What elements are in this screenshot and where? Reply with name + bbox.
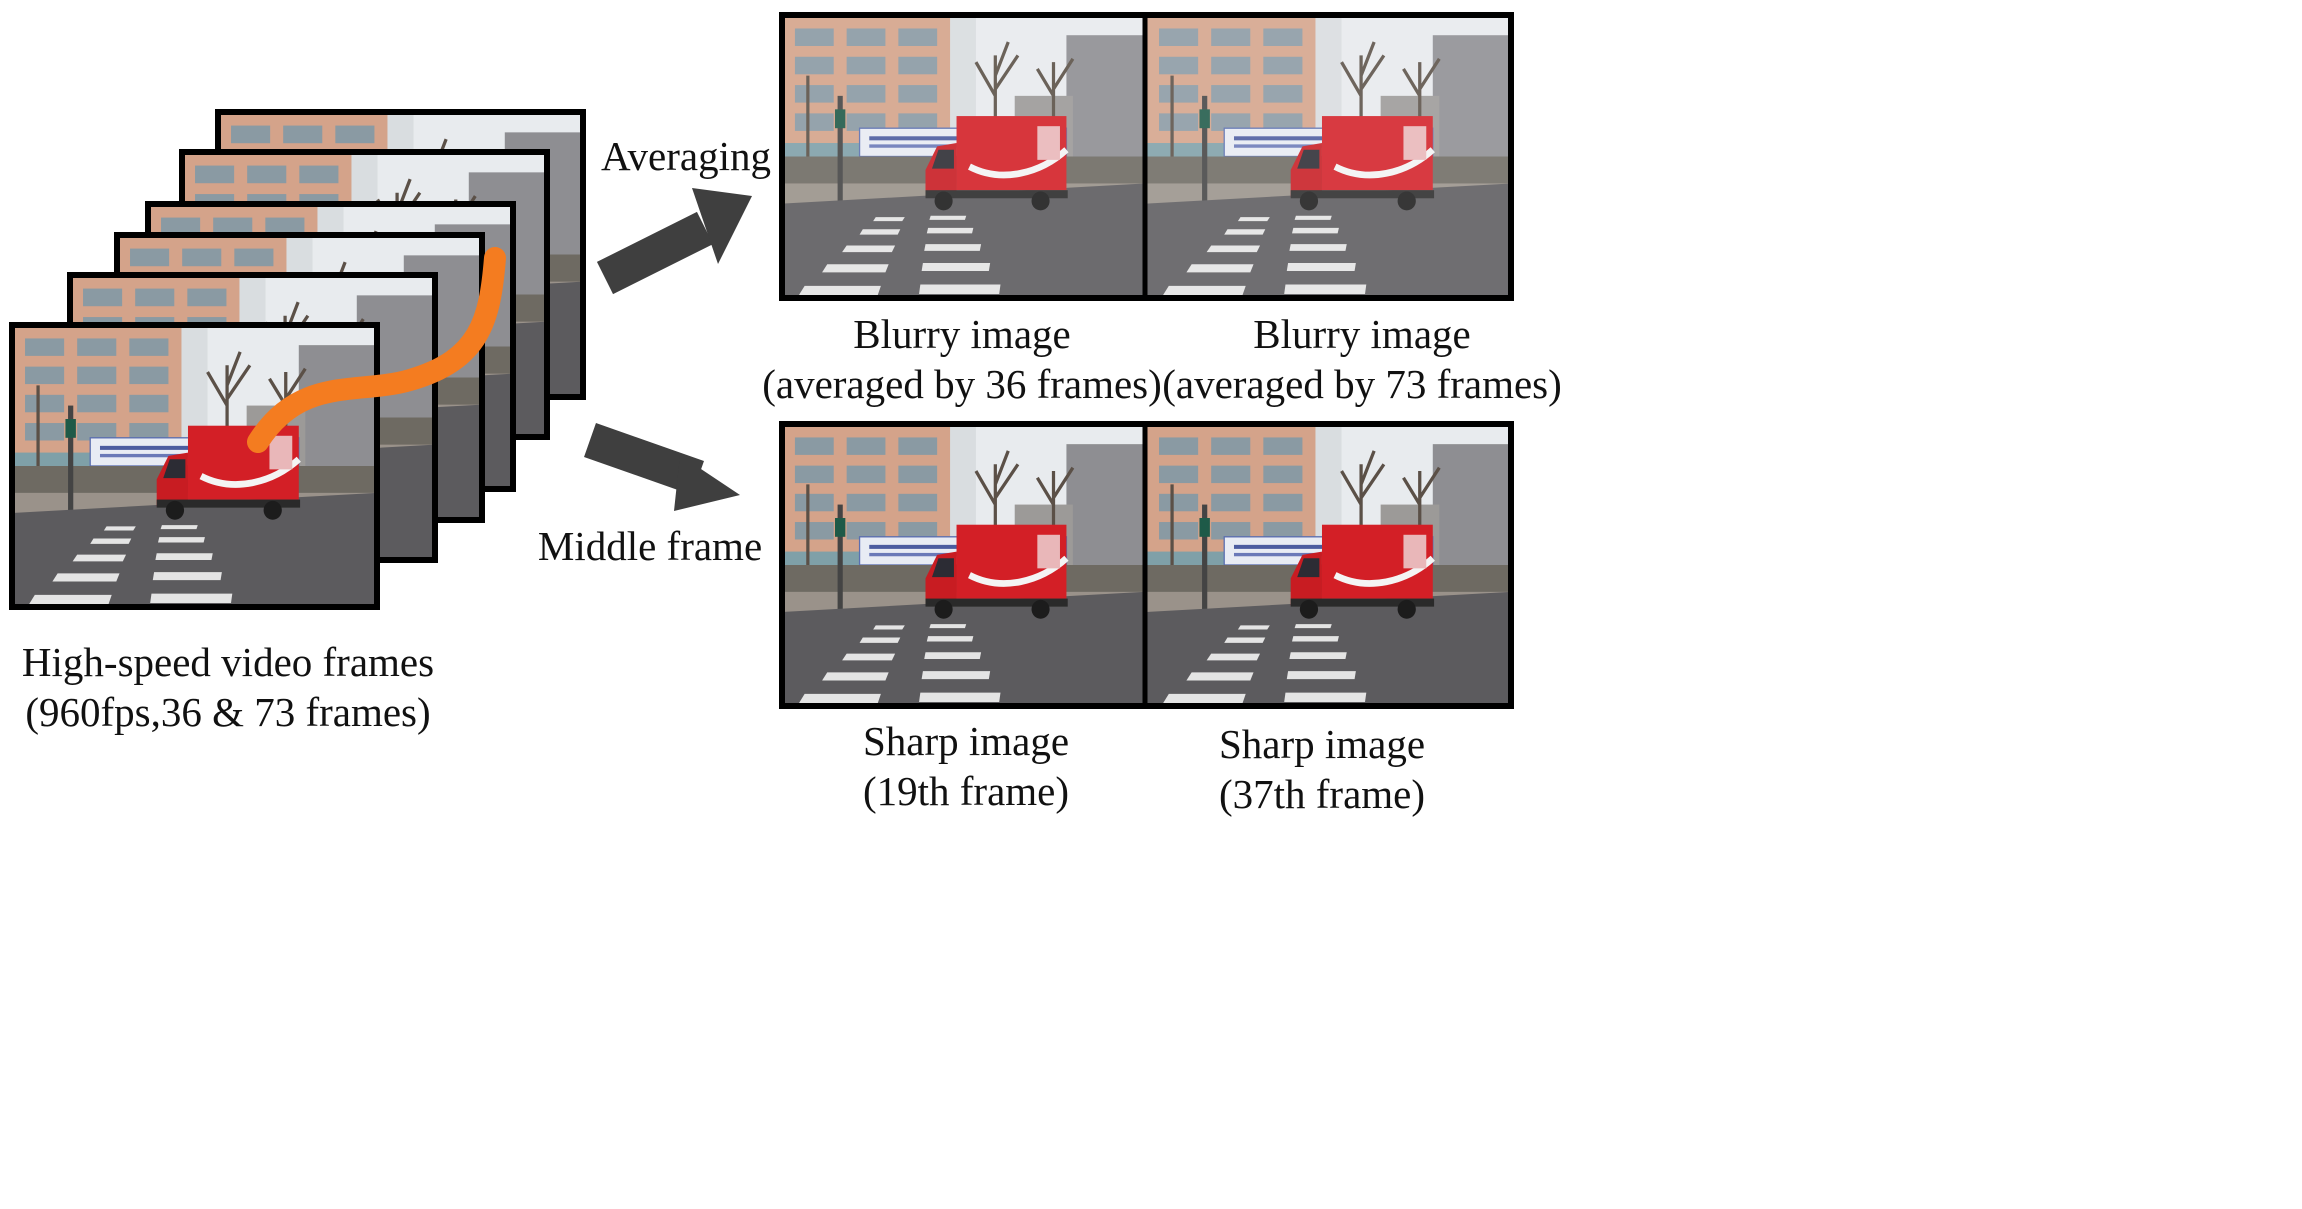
- blurry-image-73: [1146, 15, 1511, 298]
- sharp-19-title: Sharp image: [863, 718, 1069, 764]
- averaging-arrow: [596, 188, 752, 295]
- middle-frame-arrow: [584, 423, 740, 511]
- blurry-73-subtitle: (averaged by 73 frames): [1162, 361, 1562, 407]
- blurry-image-pair: [779, 12, 1514, 301]
- high-speed-frame-stack: [9, 109, 586, 610]
- sharp-image-19th: [782, 424, 1144, 706]
- sharp-19-subtitle: (19th frame): [863, 768, 1069, 814]
- frames-caption-line1: High-speed video frames: [22, 639, 434, 685]
- blurry-36-title: Blurry image: [853, 311, 1070, 357]
- frames-caption-line2: (960fps,36 & 73 frames): [25, 689, 430, 735]
- blurry-73-title: Blurry image: [1253, 311, 1470, 357]
- sharp-37-title: Sharp image: [1219, 721, 1425, 767]
- sharp-image-37th: [1146, 424, 1511, 706]
- blurry-36-subtitle: (averaged by 36 frames): [762, 361, 1162, 407]
- averaging-label: Averaging: [601, 133, 771, 179]
- middle-frame-label: Middle frame: [538, 523, 762, 569]
- blurry-image-36: [782, 15, 1144, 298]
- video-frame-1: [9, 322, 380, 610]
- sharp-37-subtitle: (37th frame): [1219, 771, 1425, 817]
- motion-trajectory-curve: [247, 247, 506, 453]
- sharp-image-pair: [779, 421, 1514, 709]
